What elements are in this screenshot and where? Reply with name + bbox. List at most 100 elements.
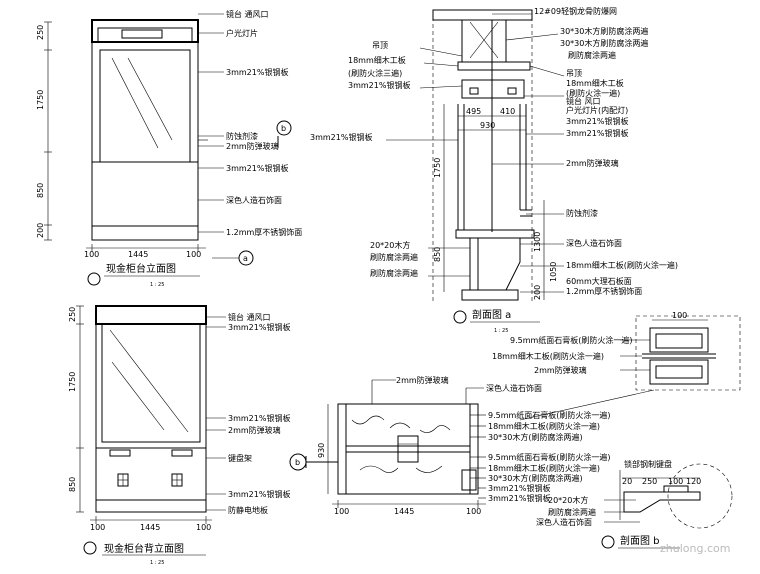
back-dim-v-2: 850 [68, 477, 77, 492]
plan-b-label-6: 18mm细木工板(刷防火涂一遍) [488, 463, 600, 473]
front-dim-v-1: 1750 [36, 90, 45, 110]
front-label-7: 1.2mm厚不锈钢饰面 [226, 227, 302, 237]
back-elevation: 250 1750 850 100 1445 100 现金柜台背立面图 1 : 2… [68, 305, 290, 566]
plan-b-label-0: 2mm防弹玻璃 [396, 375, 449, 385]
section-a-left-7: 刷防腐涂两遍 [370, 268, 418, 278]
back-label-0: 镜台 通风口 [228, 312, 271, 322]
section-a-right-11: 防蚀剂漆 [566, 208, 598, 218]
section-a-right-5: (刷防火涂一遍) [566, 88, 620, 98]
plan-b-label-7: 30*30木方(刷防腐涂两遍) [488, 473, 583, 483]
section-a-dim-v-1: 850 [433, 247, 442, 262]
front-label-5: 3mm21%银钢板 [226, 163, 288, 173]
back-title: 现金柜台背立面图 [104, 542, 184, 555]
section-a-left-4: 3mm21%银钢板 [310, 132, 372, 142]
back-label-6: 防静电地板 [228, 505, 268, 515]
back-dim-h-0: 100 [90, 523, 105, 532]
section-b-plan: 930 100 1445 100 b 2mm防弹玻璃 深色人造石饰面 9.5mm… [289, 375, 611, 516]
section-a-dim-v-2: 1300 [533, 232, 542, 252]
back-scale: 1 : 25 [150, 560, 164, 566]
plan-b-dim-h-1: 1445 [394, 507, 414, 516]
plan-b-section-mark: b [295, 458, 300, 467]
section-a-right-10: 2mm防弹玻璃 [566, 158, 619, 168]
section-a-right-9: 3mm21%银钢板 [566, 128, 628, 138]
front-dim-h-0: 100 [84, 250, 99, 259]
section-a-right-6: 镜台 风口 [566, 96, 601, 106]
section-a-right-7: 户光灯片(内配灯) [566, 105, 628, 115]
detail2-title: 剖面图 b [620, 534, 660, 547]
back-label-4: 键盘架 [228, 453, 252, 463]
section-a-left-2: (刷防火涂三遍) [348, 68, 402, 78]
front-section-mark: b [281, 124, 286, 133]
section-a-scale: 1 : 25 [494, 328, 508, 334]
plan-b-label-9: 3mm21%银钢板 [488, 493, 550, 503]
plan-b-dim-h-2: 100 [466, 507, 481, 516]
section-a-left-3: 3mm21%银钢板 [348, 80, 410, 90]
section-a-left-1: 18mm细木工板 [348, 55, 406, 65]
section-a-right-13: 18mm细木工板(刷防火涂一遍) [566, 260, 678, 270]
section-a-right-15: 1.2mm厚不锈钢饰面 [566, 286, 642, 296]
section-a-dim-v-0: 1750 [433, 158, 442, 178]
back-label-5: 3mm21%银钢板 [228, 489, 290, 499]
back-label-3: 2mm防弹玻璃 [228, 425, 281, 435]
section-a-dim-h-1: 410 [500, 107, 515, 116]
front-label-6: 深色人造石饰面 [226, 195, 282, 205]
detail2-dim-3: 120 [686, 477, 701, 486]
back-label-1: 3mm21%银钢板 [228, 322, 290, 332]
section-a-title: 剖面图 a [472, 308, 511, 321]
back-dim-v-1: 1750 [68, 372, 77, 392]
section-a-left-5: 20*20木方 [370, 240, 410, 250]
section-a-dim-h-0: 495 [466, 107, 481, 116]
plan-b-label-4: 30*30木方(刷防腐涂两遍) [488, 432, 583, 442]
detail-box: 100 9.5mm纸面石膏板(刷防火涂一遍) 18mm细木工板(刷防火涂一遍) … [492, 311, 741, 421]
back-label-2: 3mm21%银钢板 [228, 413, 290, 423]
section-a-right-1: 30*30木方刷防腐涂两遍 [560, 38, 648, 48]
detail2-label-1: 刷防腐涂两遍 [548, 507, 596, 517]
section-a-right-2: 刷防腐涂两遍 [568, 50, 616, 60]
detail2-dim-0: 20 [622, 477, 632, 486]
section-a-left-0: 吊顶 [372, 41, 388, 50]
section-a-right-14: 60mm大理石板面 [566, 276, 632, 286]
plan-b-dim-h-0: 100 [334, 507, 349, 516]
section-a-right-12: 深色人造石饰面 [566, 238, 622, 248]
section-a-right-8: 3mm21%银钢板 [566, 116, 628, 126]
front-dim-h-2: 100 [186, 250, 201, 259]
detail-counter-top: 锁部钢制键盘 20 250 100 120 20*20木方 刷防腐涂两遍 深色人… [536, 459, 733, 549]
plan-b-label-1: 深色人造石饰面 [486, 383, 542, 393]
plan-b-dim-v-0: 930 [317, 443, 326, 458]
front-label-4: 2mm防弹玻璃 [226, 141, 279, 151]
section-a-top-label: 12#09轻钢龙骨防爆网 [534, 6, 617, 16]
section-a-right-4: 18mm细木工板 [566, 78, 624, 88]
plan-b-label-3: 18mm细木工板(刷防火涂一遍) [488, 421, 600, 431]
plan-b-label-8: 3mm21%银钢板 [488, 483, 550, 493]
back-dim-h-2: 100 [196, 523, 211, 532]
section-a-left-6: 刷防腐涂两遍 [370, 252, 418, 262]
section-a-right-0: 30*30木方刷防腐涂两遍 [560, 26, 648, 36]
detail2-label-0: 20*20木方 [548, 495, 588, 505]
detail2-label-2: 深色人造石饰面 [536, 517, 592, 527]
section-a: 12#09轻钢龙骨防爆网 495 410 930 1750 850 1300 1… [310, 6, 678, 334]
detail2-label-top: 锁部钢制键盘 [624, 459, 672, 469]
section-a-dim-v-3: 1050 [549, 262, 558, 282]
detail2-dim-2: 100 [668, 477, 683, 486]
front-scale: 1 : 25 [150, 282, 164, 288]
plan-b-label-2: 9.5mm纸面石膏板(刷防火涂一遍) [488, 410, 611, 420]
front-callout: a [243, 254, 248, 263]
section-a-dim-h-2: 930 [480, 121, 495, 130]
front-dim-v-0: 250 [36, 25, 45, 40]
front-title: 现金柜台立面图 [106, 262, 176, 275]
plan-b-label-5: 9.5mm纸面石膏板(刷防火涂一遍) [488, 452, 611, 462]
front-label-2: 3mm21%银钢板 [226, 67, 288, 77]
section-a-right-3: 吊顶 [566, 69, 582, 78]
detail-label-0: 9.5mm纸面石膏板(刷防火涂一遍) [510, 335, 633, 345]
watermark: zhulong.com [660, 542, 730, 555]
back-dim-v-0: 250 [68, 307, 77, 322]
back-dim-h-1: 1445 [140, 523, 160, 532]
front-label-3: 防蚀剂漆 [226, 131, 258, 141]
detail2-dim-1: 250 [642, 477, 657, 486]
detail-label-1: 18mm细木工板(刷防火涂一遍) [492, 351, 604, 361]
front-dim-v-3: 200 [36, 223, 45, 238]
detail-label-2: 2mm防弹玻璃 [534, 365, 587, 375]
section-a-dim-v-4: 200 [533, 285, 542, 300]
